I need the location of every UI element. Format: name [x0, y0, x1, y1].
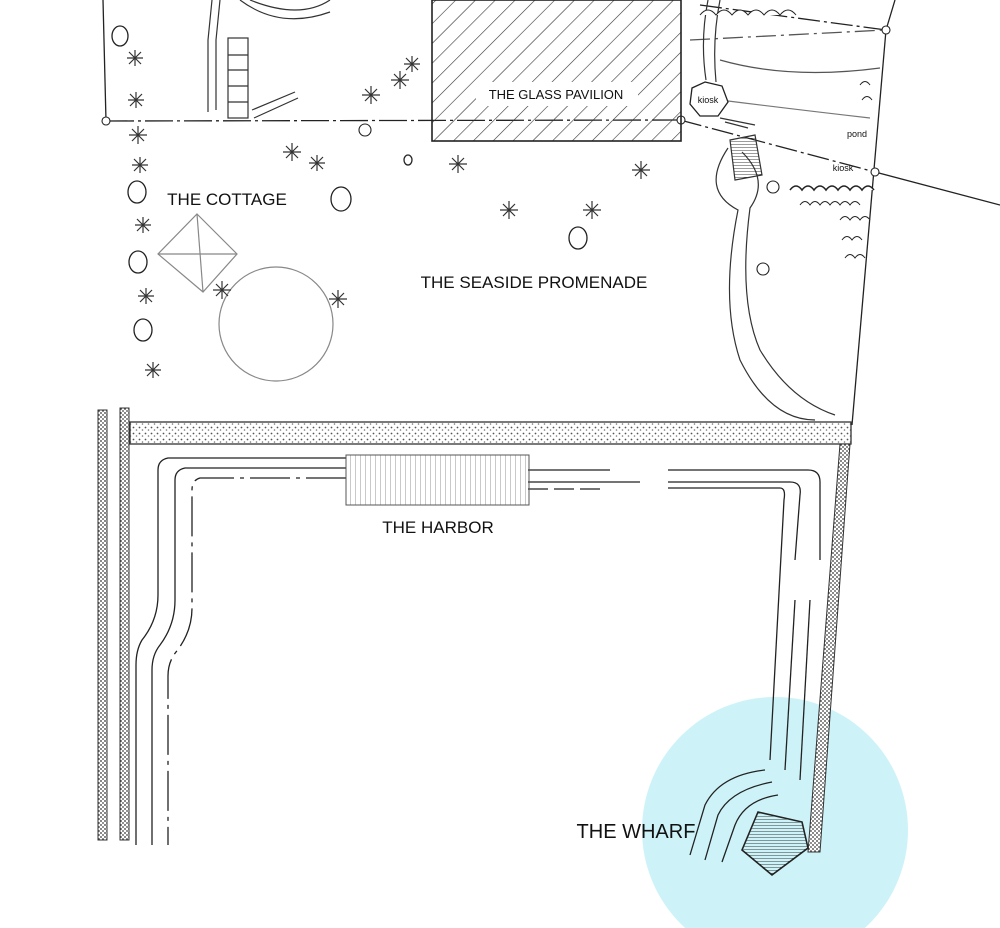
- shrubs: [111, 25, 588, 342]
- harbor-north-wall: [129, 421, 852, 445]
- glass-pavilion-building: [431, 0, 682, 142]
- west-hedge-inner: [119, 407, 130, 841]
- harbor-jetty: [345, 454, 530, 506]
- wharf-label: THE WHARF: [577, 821, 696, 843]
- west-hedge-outer: [97, 409, 108, 841]
- pond-label: pond: [847, 129, 867, 139]
- cottage-label: THE COTTAGE: [167, 190, 287, 209]
- east-path: [702, 0, 881, 421]
- wharf-highlight: [642, 697, 908, 928]
- kiosk-top-label: kiosk: [698, 95, 719, 105]
- cottage-building: [157, 213, 238, 293]
- wharf-building: [741, 811, 809, 877]
- east-hedge-wall: [807, 443, 851, 853]
- trees: [127, 50, 650, 378]
- harbor-label: THE HARBOR: [382, 518, 493, 537]
- east-hedge: [699, 9, 875, 259]
- kiosk-right-label: kiosk: [833, 163, 854, 173]
- cottage-round-lawn: [218, 266, 334, 382]
- glass-pavilion-label: THE GLASS PAVILION: [489, 87, 624, 102]
- harbor-quay-lines: [135, 457, 821, 845]
- kiosk-building-top: [689, 81, 729, 117]
- wharf-approach: [689, 769, 779, 863]
- garden-paths: [207, 0, 331, 119]
- seaside-promenade-label: THE SEASIDE PROMENADE: [421, 273, 648, 292]
